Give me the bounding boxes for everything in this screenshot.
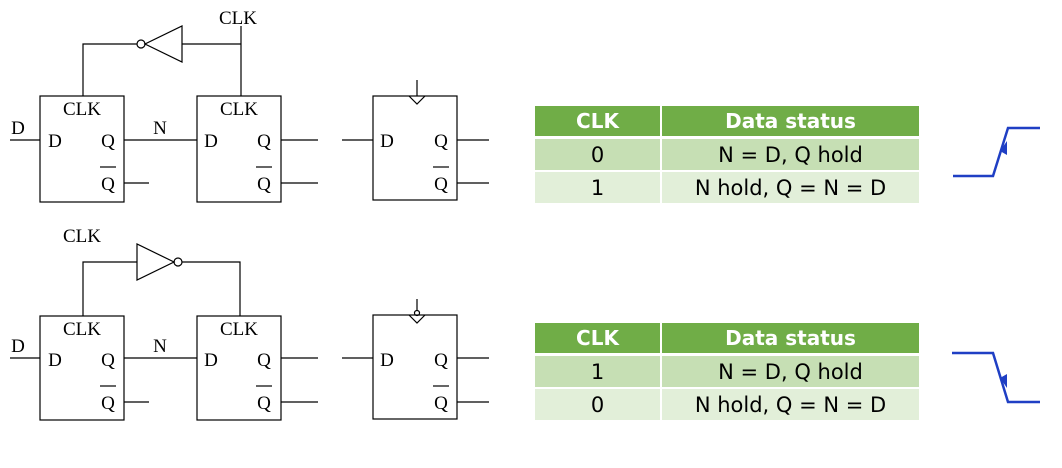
top-symbol-box	[372, 95, 458, 201]
top-ff2-qbar-label: Q	[257, 174, 271, 195]
bottom-symbol-q-label: Q	[434, 350, 448, 371]
top-clk-label: CLK	[219, 8, 257, 29]
rising-edge-arrow-icon	[1000, 141, 1007, 155]
bottom-clk-wire	[82, 261, 137, 316]
table-row: 0 N hold, Q = N = D	[535, 388, 919, 422]
table-row: 1 N hold, Q = N = D	[535, 171, 919, 205]
bottom-symbol-clk-bubble	[413, 309, 421, 317]
top-ff2-d-label: D	[204, 131, 218, 152]
bottom-node-n-label: N	[153, 336, 167, 357]
top-node-n-label: N	[153, 118, 167, 139]
top-inverter	[143, 25, 183, 63]
bottom-symbol-d-label: D	[380, 350, 394, 371]
top-input-d-label: D	[11, 118, 25, 139]
table-row: 1 N = D, Q hold	[535, 354, 919, 389]
top-symbol-q-label: Q	[434, 131, 448, 152]
bottom-ff2-clk-label: CLK	[220, 319, 258, 340]
bottom-input-d-label: D	[11, 336, 25, 357]
falling-edge-waveform	[952, 351, 1040, 404]
clk-value-cell: 0	[535, 137, 662, 172]
bottom-master-slave-circuit	[10, 243, 318, 421]
bottom-ff2-box	[196, 315, 282, 421]
top-dff-symbol	[342, 80, 489, 201]
top-ff1-d-label: D	[48, 131, 62, 152]
top-symbol-qbar-label: Q	[434, 174, 448, 195]
top-symbol-clk-triangle	[408, 95, 426, 105]
data-status-cell: N = D, Q hold	[661, 354, 919, 389]
table-header-row: CLK Data status	[535, 106, 919, 139]
bottom-inverted-clk-wire	[182, 261, 241, 316]
top-ff1-qbar-label: Q	[101, 174, 115, 195]
bottom-dff-symbol	[342, 299, 489, 420]
clk-value-cell: 1	[535, 354, 662, 389]
top-symbol-d-label: D	[380, 131, 394, 152]
data-status-column-header: Data status	[661, 106, 919, 139]
bottom-ff2-q-label: Q	[257, 350, 271, 371]
top-status-table: CLK Data status 0 N = D, Q hold 1 N hold…	[535, 106, 919, 205]
clk-column-header: CLK	[535, 323, 662, 356]
bottom-ff2-d-label: D	[204, 350, 218, 371]
data-status-column-header: Data status	[661, 323, 919, 356]
bottom-symbol-qbar-label: Q	[434, 393, 448, 414]
bottom-inverter	[136, 243, 176, 281]
bottom-ff2-qbar-label: Q	[257, 393, 271, 414]
bottom-ff1-clk-label: CLK	[63, 319, 101, 340]
top-ff2-q-label: Q	[257, 131, 271, 152]
falling-edge-arrow-icon	[1000, 374, 1007, 388]
bottom-ff1-qbar-label: Q	[101, 393, 115, 414]
data-status-cell: N = D, Q hold	[661, 137, 919, 172]
bottom-status-table: CLK Data status 1 N = D, Q hold 0 N hold…	[535, 323, 919, 422]
clk-column-header: CLK	[535, 106, 662, 139]
bottom-symbol-clk-triangle	[408, 314, 426, 324]
top-ff1-clk-label: CLK	[63, 99, 101, 120]
top-ff1-q-label: Q	[101, 131, 115, 152]
bottom-clk-label: CLK	[63, 226, 101, 247]
clk-value-cell: 1	[535, 171, 662, 205]
top-ff2-box	[196, 95, 282, 203]
bottom-ff1-d-label: D	[48, 350, 62, 371]
data-status-cell: N hold, Q = N = D	[661, 388, 919, 422]
table-header-row: CLK Data status	[535, 323, 919, 356]
top-ff1-box	[39, 95, 125, 203]
data-status-cell: N hold, Q = N = D	[661, 171, 919, 205]
bottom-ff1-box	[39, 315, 125, 421]
clk-value-cell: 0	[535, 388, 662, 422]
top-inverted-clk-wire	[82, 43, 137, 96]
top-master-slave-circuit	[10, 25, 318, 203]
table-row: 0 N = D, Q hold	[535, 137, 919, 172]
bottom-ff1-q-label: Q	[101, 350, 115, 371]
rising-edge-waveform	[953, 126, 1040, 178]
top-ff2-clk-label: CLK	[220, 99, 258, 120]
